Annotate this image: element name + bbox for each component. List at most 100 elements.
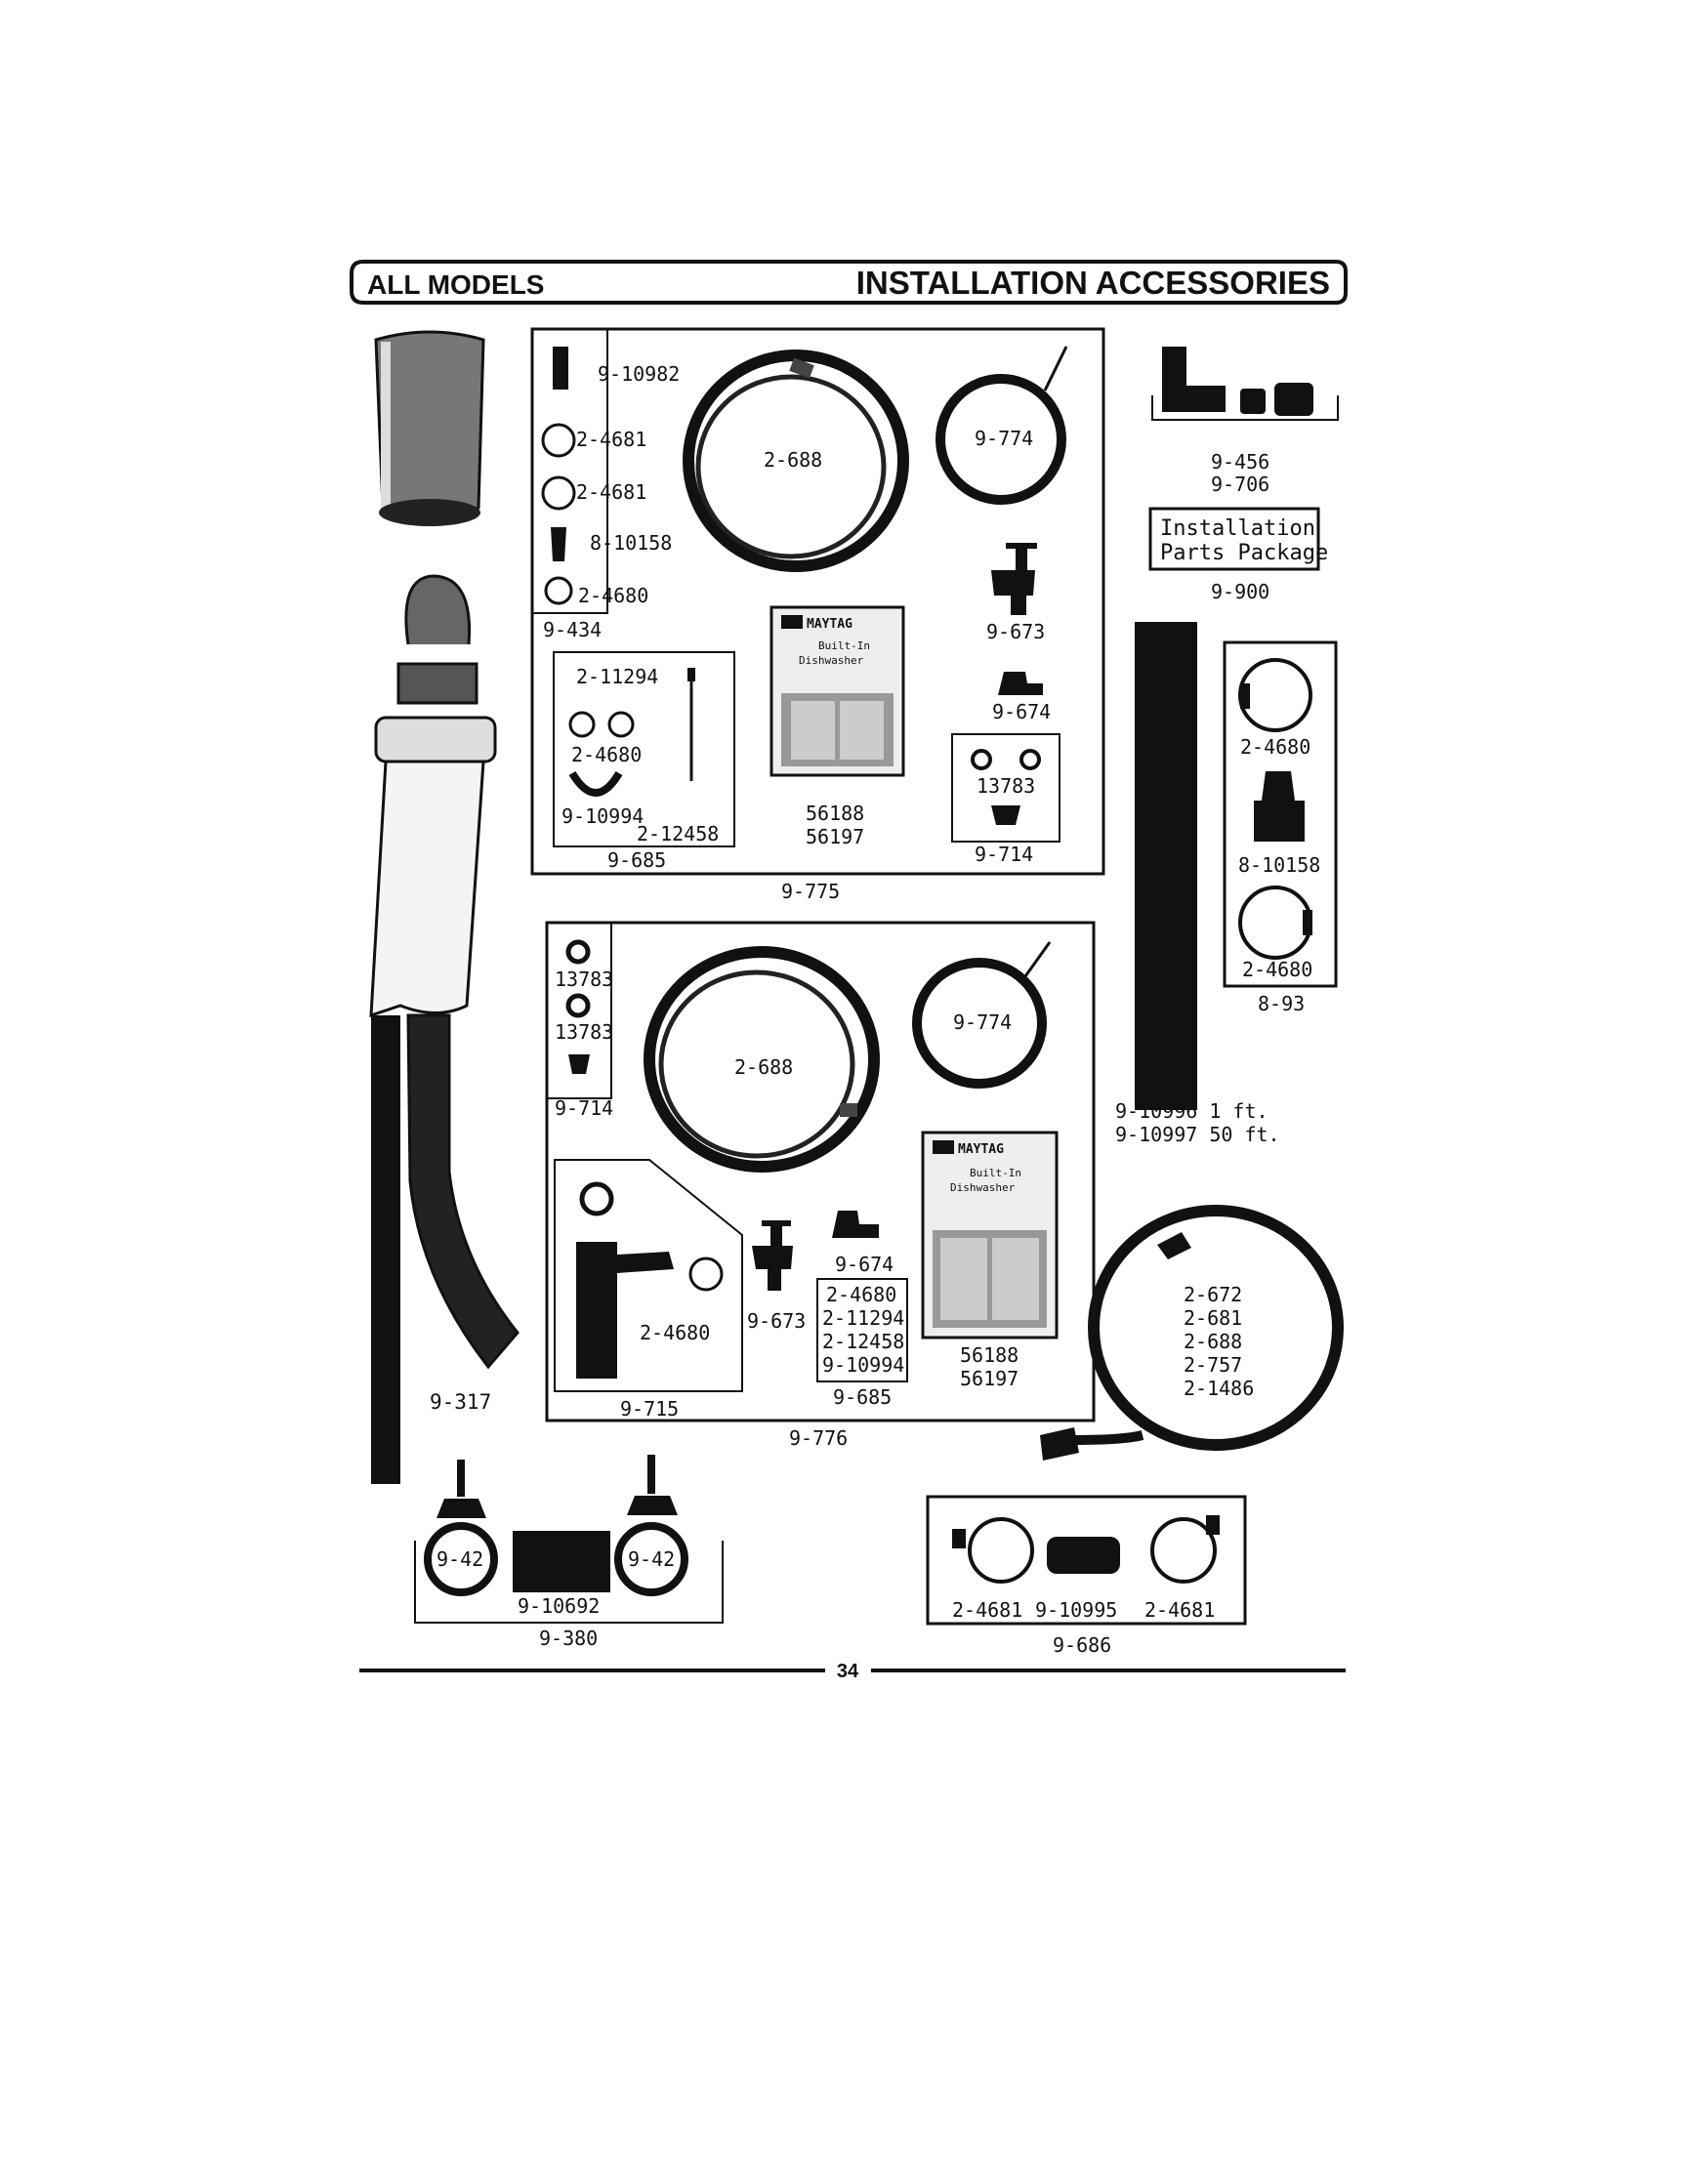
label-9-714: 9-714: [975, 843, 1033, 866]
label-9-686: 9-686: [1053, 1633, 1111, 1657]
label-2-12458: 2-12458: [637, 822, 719, 845]
package-line-1: Built-In: [818, 639, 870, 652]
label-list-2-4680: 2-4680: [826, 1283, 896, 1306]
label-8-10158: 8-10158: [590, 531, 672, 555]
label-9-685-kit2: 9-685: [833, 1385, 892, 1409]
label-9-10995: 9-10995: [1035, 1598, 1117, 1622]
inlet-hose-coil-kit2: 2-688: [644, 946, 880, 1173]
label-9-42-b: 9-42: [628, 1547, 675, 1571]
label-2-4680: 2-4680: [578, 584, 648, 607]
label-2-4680-sub: 2-4680: [571, 743, 642, 766]
label-list-9-10994: 9-10994: [822, 1353, 904, 1377]
fill-hose-assembly: 2-672 2-681 2-688 2-757 2-1486: [1040, 1205, 1344, 1461]
label-9-673-kit2: 9-673: [747, 1309, 806, 1333]
label-2-688-kit2: 2-688: [734, 1055, 793, 1079]
label-2-4681-bottom-b: 2-4681: [1144, 1598, 1215, 1622]
label-2-4681-bottom-a: 2-4681: [952, 1598, 1022, 1622]
label-56197: 56197: [806, 825, 864, 848]
package-brand: MAYTAG: [807, 617, 852, 632]
subkit-9-685-kit2: 2-4680 2-11294 2-12458 9-10994 9-685: [816, 1278, 908, 1409]
label-9-434: 9-434: [543, 618, 602, 641]
clamp-icon: [544, 576, 573, 605]
header-bar: ALL MODELS INSTALLATION ACCESSORIES: [350, 260, 1348, 305]
label-9-775: 9-775: [781, 880, 840, 903]
label-8-93: 8-93: [1258, 992, 1305, 1015]
label-2-4680-kit2: 2-4680: [640, 1321, 710, 1344]
label-2-4680-r-a: 2-4680: [1240, 735, 1310, 759]
label-9-10994: 9-10994: [561, 804, 644, 828]
page-number: 34: [837, 1661, 859, 1682]
label-9-715: 9-715: [620, 1397, 679, 1421]
installation-parts-package: Installation Parts Package 9-900: [1148, 507, 1328, 603]
label-9-774-kit2: 9-774: [953, 1010, 1012, 1034]
label-2-672: 2-672: [1184, 1283, 1242, 1306]
power-cord-coil-kit2: 9-774: [912, 941, 1052, 1089]
subkit-9-714-kit2: 13783 13783 9-714: [547, 923, 613, 1120]
sleeve-icon: [553, 347, 568, 390]
label-9-900: 9-900: [1211, 580, 1269, 603]
label-2-4681-a: 2-4681: [576, 428, 646, 451]
dishwasher-elbow-kit2: 9-674: [832, 1211, 894, 1276]
label-56197-kit2: 56197: [960, 1367, 1019, 1390]
subkit-9-685: 2-11294 2-4680 9-10994 2-12458 9-685: [553, 651, 735, 872]
label-9-714-kit2: 9-714: [555, 1096, 613, 1120]
kit-9-775: 9-10982 2-4681 2-4681 8-10158 2-4680 9-4…: [530, 327, 1105, 903]
page-footer: 34: [359, 1661, 1346, 1682]
kit-9-686: 2-4681 9-10995 2-4681 9-686: [926, 1495, 1247, 1657]
inlet-hose-coil: 2-688: [683, 350, 909, 572]
shutoff-valve: 9-673: [986, 543, 1045, 643]
label-9-685: 9-685: [607, 848, 666, 872]
label-2-1486: 2-1486: [1184, 1377, 1254, 1400]
label-2-757: 2-757: [1184, 1353, 1242, 1377]
header-right-title: INSTALLATION ACCESSORIES: [856, 265, 1330, 301]
dishwasher-elbow: 9-674: [992, 672, 1051, 723]
label-2-681: 2-681: [1184, 1306, 1242, 1330]
label-2-11294: 2-11294: [576, 665, 658, 688]
reducer-icon: [551, 527, 566, 561]
label-2-4681-b: 2-4681: [576, 480, 646, 504]
drain-tube-9-10996: 9-10996 1 ft. 9-10997 50 ft.: [1115, 622, 1280, 1146]
subkit-9-714: 13783 9-714: [951, 733, 1060, 866]
subkit-9-434: 9-10982 2-4681 2-4681 8-10158 2-4680 9-4…: [532, 329, 680, 641]
clamp-icon: [541, 475, 576, 511]
label-9-673: 9-673: [986, 620, 1045, 643]
fitting-set-9-456: 9-456 9-706: [1151, 347, 1339, 496]
label-2-688: 2-688: [764, 448, 822, 472]
header-left-title: ALL MODELS: [367, 269, 544, 300]
label-9-774: 9-774: [975, 427, 1033, 450]
clamp-icon: [541, 423, 576, 458]
drain-hose-illustration: 9-317: [369, 574, 520, 1484]
label-9-380: 9-380: [539, 1627, 598, 1650]
label-9-674-kit2: 9-674: [835, 1253, 894, 1276]
label-56188-kit2: 56188: [960, 1343, 1019, 1367]
install-package-line-1: Installation: [1160, 516, 1315, 541]
package-brand-kit2: MAYTAG: [958, 1142, 1004, 1157]
subkit-9-715: 2-4680 9-715: [554, 1159, 743, 1421]
power-cord-coil: 9-774: [936, 346, 1068, 505]
kit-9-776: 13783 13783 9-714 2-688 9-774 2-4680: [545, 921, 1096, 1450]
package-line-2-kit2: Dishwasher: [950, 1181, 1016, 1194]
label-13783-b: 13783: [555, 1020, 613, 1044]
label-8-10158-r: 8-10158: [1238, 853, 1320, 877]
package-line-2: Dishwasher: [799, 654, 864, 667]
installation-instruction-package: MAYTAG Built-In Dishwasher 56188 56197: [769, 605, 905, 848]
label-list-2-11294: 2-11294: [822, 1306, 904, 1330]
label-9-317: 9-317: [430, 1390, 491, 1414]
kit-9-380: 9-42 9-10692 9-42 9-380: [414, 1455, 724, 1650]
label-9-10982: 9-10982: [598, 362, 680, 386]
label-list-2-12458: 2-12458: [822, 1330, 904, 1353]
package-line-1-kit2: Built-In: [970, 1167, 1021, 1179]
label-9-10692: 9-10692: [518, 1594, 600, 1618]
connector-tube-illustration: [374, 330, 485, 526]
label-2-4680-r-b: 2-4680: [1242, 958, 1312, 981]
install-package-line-2: Parts Package: [1160, 541, 1328, 565]
label-9-42-a: 9-42: [437, 1547, 483, 1571]
installation-instruction-package-kit2: MAYTAG Built-In Dishwasher 56188 56197: [921, 1131, 1059, 1390]
label-9-456: 9-456: [1211, 450, 1269, 474]
label-9-10996: 9-10996 1 ft.: [1115, 1099, 1268, 1123]
label-9-674: 9-674: [992, 700, 1051, 723]
kit-8-93: 2-4680 8-10158 2-4680 8-93: [1223, 640, 1338, 1015]
label-9-776: 9-776: [789, 1426, 848, 1450]
label-13783-a: 13783: [555, 968, 613, 991]
